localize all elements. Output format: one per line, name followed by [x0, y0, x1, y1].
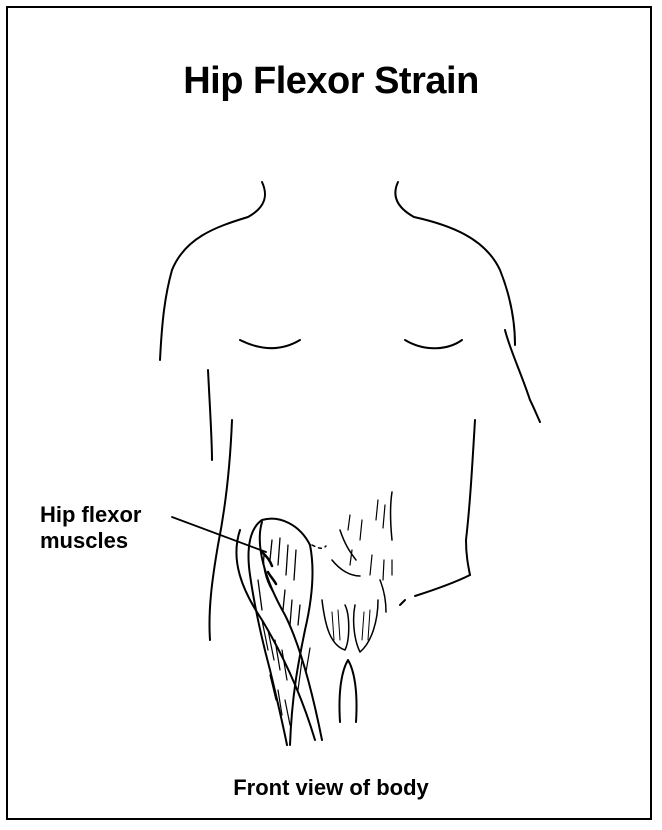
groin-center [339, 660, 356, 722]
abs-line-1 [391, 492, 393, 540]
callout-line-2: muscles [40, 528, 141, 554]
lower-abs-left [322, 600, 349, 650]
inner-arm-left [208, 370, 212, 460]
neck-left [248, 182, 265, 217]
inner-arm-right [505, 330, 540, 422]
shoulder-right [414, 217, 515, 345]
neck-right [395, 182, 414, 217]
chest-line-left [240, 340, 300, 348]
callout-line-1: Hip flexor [40, 502, 141, 528]
torso-right [466, 420, 475, 575]
hip-flexor-muscles [236, 519, 322, 745]
shoulder-left [160, 217, 248, 360]
figure-caption: Front view of body [0, 775, 662, 801]
waist-crease-right [415, 575, 470, 596]
lower-abs-right [354, 600, 378, 652]
hip-flexor-callout: Hip flexor muscles [40, 502, 141, 554]
chest-line-right [405, 340, 462, 348]
